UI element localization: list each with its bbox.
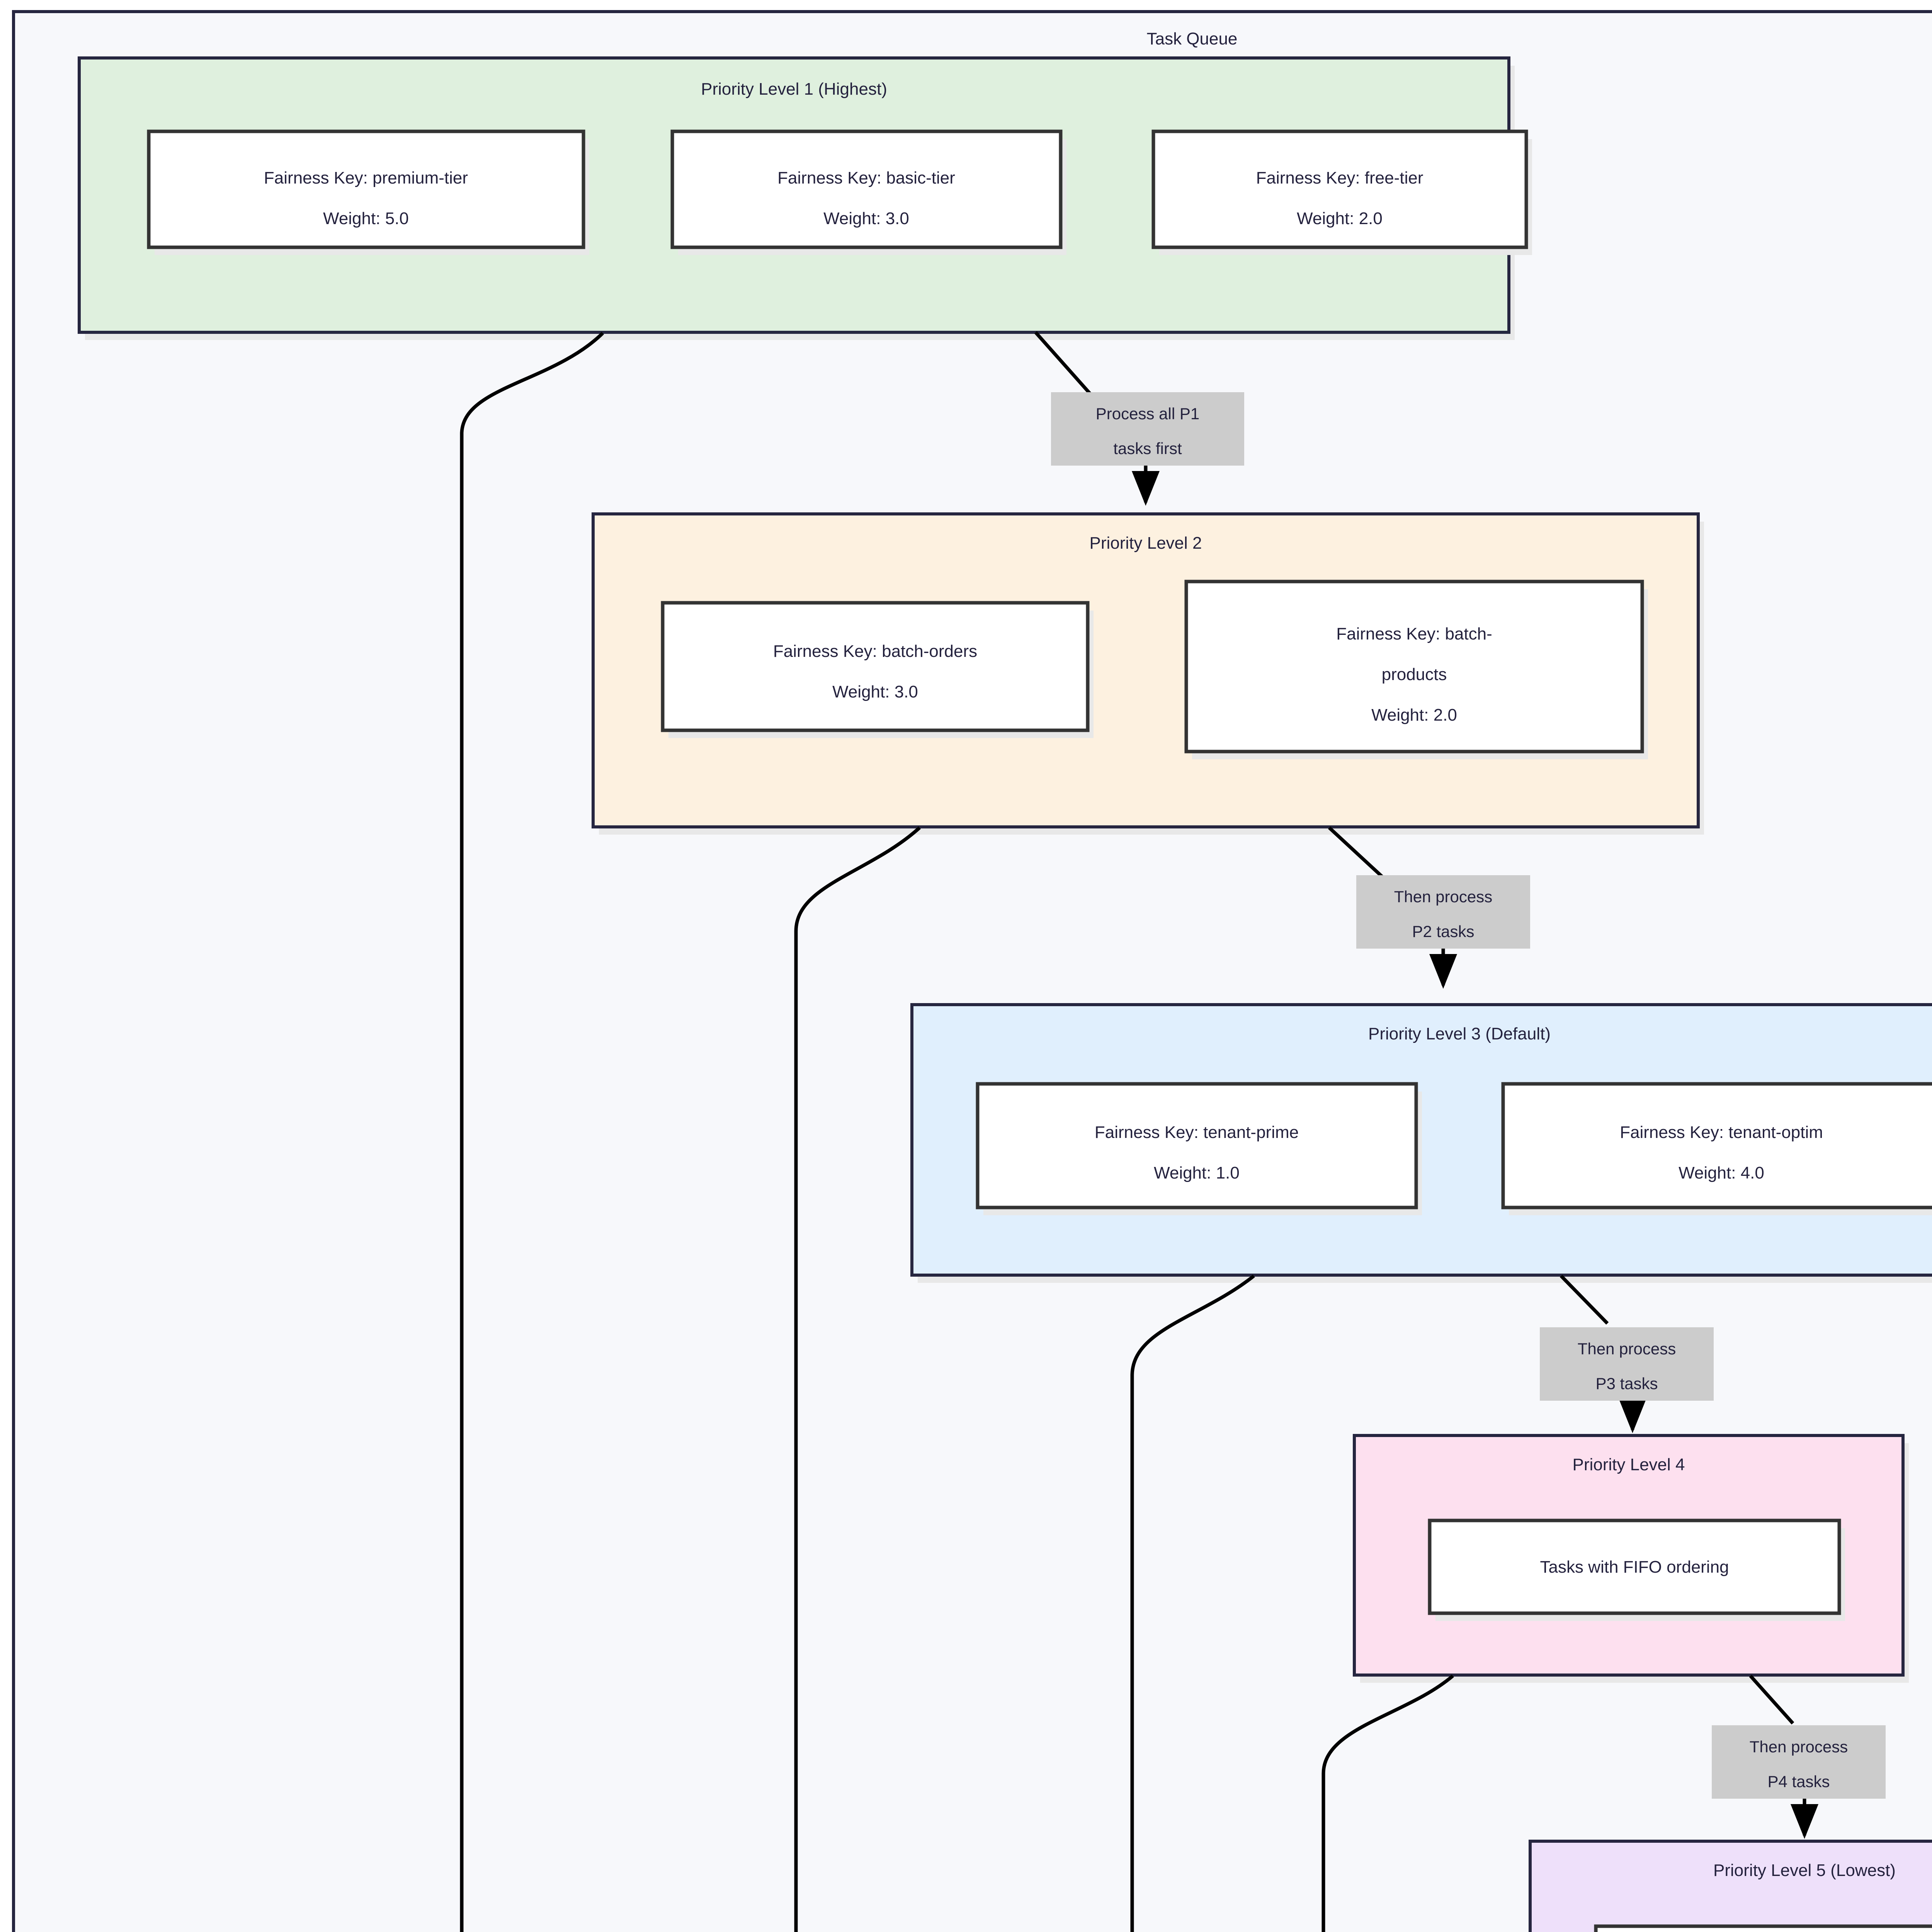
leaf-p3b-line1: Fairness Key: tenant-optim — [1620, 1123, 1823, 1142]
leaf-p3b-line2: Weight: 4.0 — [1679, 1163, 1764, 1182]
edge-label-bg-1 — [1051, 392, 1244, 466]
edge-label-bg-3 — [1540, 1327, 1714, 1401]
edge-label-bg-4 — [1712, 1725, 1886, 1799]
leaf-p2b-line3: Weight: 2.0 — [1371, 706, 1457, 724]
cluster-p5 — [1529, 1840, 1932, 1932]
edge-label-3-line1: Then process — [1578, 1340, 1676, 1358]
edge-label-4-line1: Then process — [1750, 1738, 1848, 1756]
leaf-p3a — [976, 1082, 1418, 1209]
edge-p1-to-p2-upper — [1034, 331, 1099, 403]
leaf-p2b — [1184, 580, 1644, 753]
leaf-p2b-line1: Fairness Key: batch- — [1336, 624, 1492, 643]
leaf-p1b-line1: Fairness Key: basic-tier — [777, 168, 955, 187]
edge-label-1-line1: Process all P1 — [1096, 405, 1199, 423]
leaf-p1c-line2: Weight: 2.0 — [1297, 209, 1383, 228]
leaf-p1b-line2: Weight: 3.0 — [823, 209, 909, 228]
edge-label-1-line2: tasks first — [1113, 439, 1182, 457]
leaf-p2b-line2: products — [1382, 665, 1447, 684]
edge-p3-to-p4-upper — [1560, 1274, 1609, 1325]
leaf-p2a-line1: Fairness Key: batch-orders — [773, 642, 977, 661]
edge-p4-to-workers — [1321, 1674, 1454, 1932]
edge-label-4-line2: P4 tasks — [1767, 1772, 1830, 1791]
leaf-p1a — [147, 129, 585, 249]
leaf-p5a — [1594, 1924, 1932, 1932]
edge-p3-to-workers — [1130, 1274, 1255, 1932]
cluster-p1-title: Priority Level 1 (Highest) — [701, 80, 887, 99]
leaf-p1a-line2: Weight: 5.0 — [323, 209, 409, 228]
leaf-p3a-line2: Weight: 1.0 — [1154, 1163, 1240, 1182]
leaf-p1a-line1: Fairness Key: premium-tier — [264, 168, 468, 187]
edge-label-2-line2: P2 tasks — [1412, 922, 1474, 940]
leaf-p4a — [1428, 1519, 1841, 1615]
cluster-p5-title: Priority Level 5 (Lowest) — [1713, 1861, 1896, 1880]
leaf-p3a-line1: Fairness Key: tenant-prime — [1095, 1123, 1299, 1142]
leaf-p3b — [1501, 1082, 1932, 1209]
leaf-p4a-line1: Tasks with FIFO ordering — [1540, 1558, 1729, 1577]
edge-p1-to-workers — [460, 332, 604, 1932]
leaf-p1c-line1: Fairness Key: free-tier — [1256, 168, 1423, 187]
edge-label-bg-2 — [1356, 875, 1530, 949]
leaf-p1b — [670, 129, 1063, 249]
edge-label-3-line2: P3 tasks — [1595, 1374, 1658, 1393]
cluster-p2-title: Priority Level 2 — [1089, 534, 1202, 553]
edge-label-2-line1: Then process — [1394, 888, 1492, 906]
cluster-p3-title: Priority Level 3 (Default) — [1368, 1024, 1551, 1043]
cluster-p4-title: Priority Level 4 — [1572, 1455, 1685, 1474]
leaf-p1c — [1151, 129, 1528, 249]
edge-p4-to-p5-upper — [1749, 1675, 1794, 1725]
edge-p2-to-workers — [794, 826, 921, 1932]
leaf-p2a-line2: Weight: 3.0 — [832, 682, 918, 701]
task-queue-title: Task Queue — [1147, 29, 1238, 48]
leaf-p2a — [661, 601, 1090, 732]
